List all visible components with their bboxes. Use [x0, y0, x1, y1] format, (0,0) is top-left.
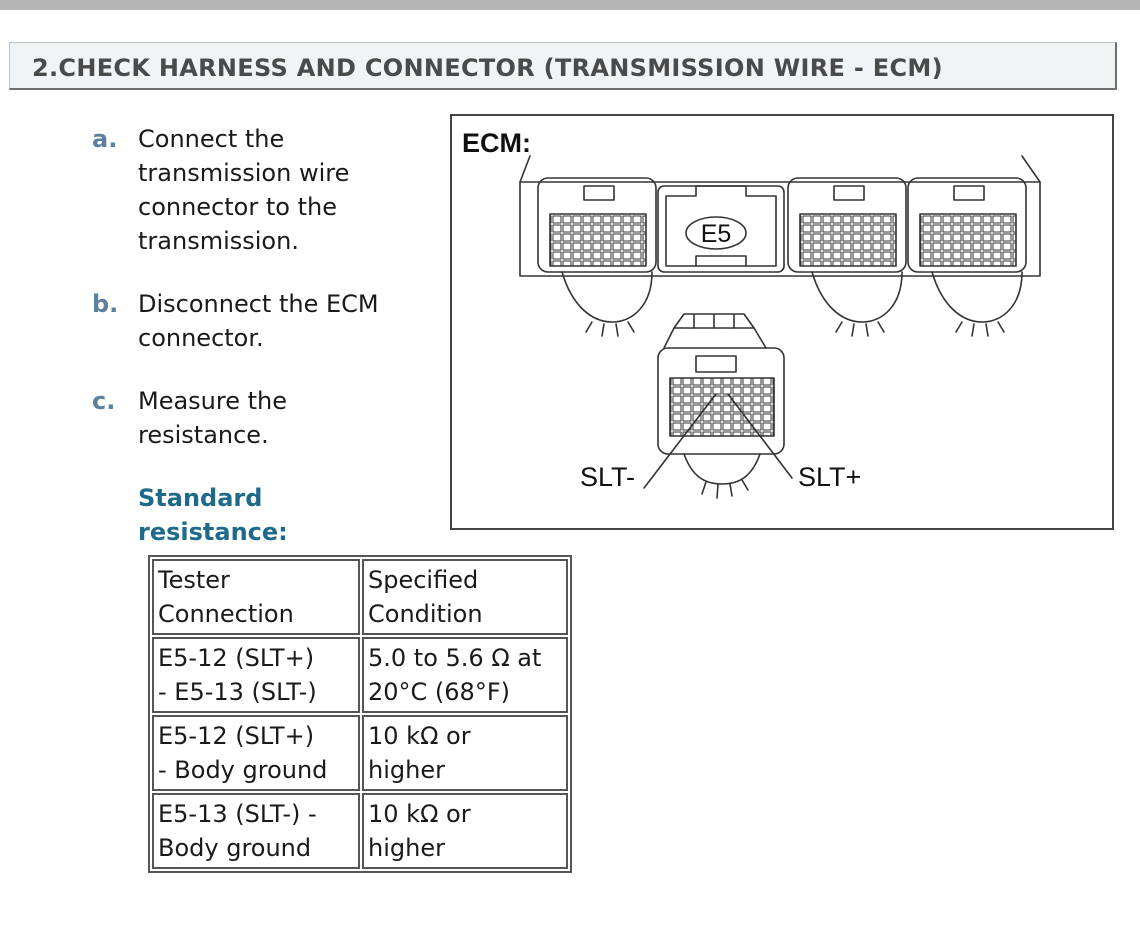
ecm-connector-figure: ECM: E5: [450, 114, 1114, 530]
slt-minus-label: SLT-: [580, 462, 635, 492]
ecm-body: [519, 155, 1041, 277]
top-rule: [0, 0, 1140, 10]
connector-4: [919, 185, 1023, 337]
table-cell: 10 kΩ or higher: [362, 793, 568, 869]
step-text: Measure the resistance.: [138, 387, 288, 449]
table-cell: E5-12 (SLT+) - Body ground: [152, 715, 360, 791]
step-text: Disconnect the ECM connector.: [138, 290, 379, 352]
step-letter: b.: [92, 290, 119, 318]
table-cell: E5-12 (SLT+) - E5-13 (SLT-): [152, 637, 360, 713]
table-header-row: Tester Connection Specified Condition: [152, 559, 568, 635]
step-item-c: c. Measure the resistance.: [92, 384, 422, 452]
table-cell: E5-13 (SLT-) - Body ground: [152, 793, 360, 869]
step-title: 2.CHECK HARNESS AND CONNECTOR (TRANSMISS…: [32, 54, 943, 82]
table-cell: 5.0 to 5.6 Ω at 20°C (68°F): [362, 637, 568, 713]
step-header: 2.CHECK HARNESS AND CONNECTOR (TRANSMISS…: [9, 42, 1117, 90]
resistance-table: Tester Connection Specified Condition E5…: [148, 555, 572, 873]
connector-e5-slot: E5: [665, 185, 777, 267]
slt-plus-label: SLT+: [798, 462, 861, 492]
standard-resistance-label: Standard resistance:: [138, 484, 288, 546]
table-row: E5-12 (SLT+) - E5-13 (SLT-) 5.0 to 5.6 Ω…: [152, 637, 568, 713]
table-header-cell: Specified Condition: [362, 559, 568, 635]
ecm-diagram: ECM: E5: [462, 128, 1041, 499]
ecm-heading: ECM:: [462, 128, 531, 158]
step-letter: a.: [92, 125, 118, 153]
table-header-cell: Tester Connection: [152, 559, 360, 635]
procedure-steps: a. Connect the transmission wire connect…: [92, 122, 422, 481]
step-letter: c.: [92, 387, 116, 415]
table-cell: 10 kΩ or higher: [362, 715, 568, 791]
step-item-b: b. Disconnect the ECM connector.: [92, 287, 422, 355]
step-text: Connect the transmission wire connector …: [138, 125, 350, 255]
connector-1: [549, 185, 653, 337]
e5-label: E5: [701, 220, 732, 248]
step-item-a: a. Connect the transmission wire connect…: [92, 122, 422, 258]
harness-connector: [643, 313, 793, 499]
table-row: E5-12 (SLT+) - Body ground 10 kΩ or high…: [152, 715, 568, 791]
connector-3: [799, 185, 903, 337]
table-row: E5-13 (SLT-) - Body ground 10 kΩ or high…: [152, 793, 568, 869]
